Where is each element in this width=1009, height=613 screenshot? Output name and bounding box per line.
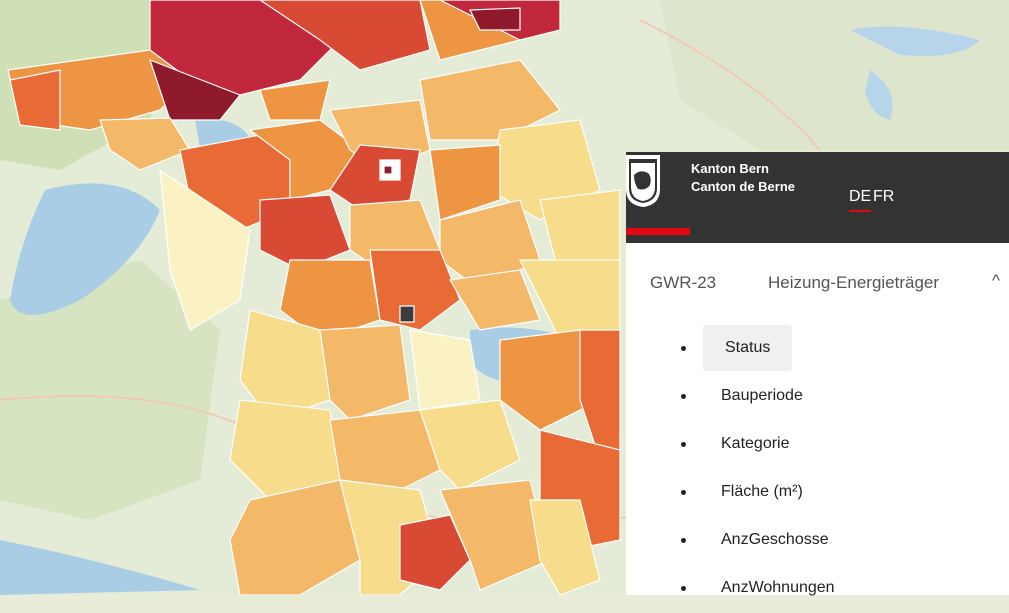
list-item-label[interactable]: Bauperiode xyxy=(721,387,803,404)
lake-neuchatel xyxy=(10,183,160,315)
app-header: Kanton Bern Canton de Berne DE FR xyxy=(626,152,1009,243)
bullet-icon xyxy=(681,442,686,447)
chevron-up-icon[interactable]: ^ xyxy=(992,271,1000,290)
canton-bern-municipalities xyxy=(7,0,621,595)
tab-gwr-23[interactable]: GWR-23 xyxy=(650,273,717,292)
tab-bar: GWR-23 Heizung-Energieträger ^ xyxy=(626,271,1009,297)
brand-line2: Canton de Berne xyxy=(691,179,796,194)
list-item-label[interactable]: Status xyxy=(703,325,793,371)
road xyxy=(639,19,821,151)
bern-crest-icon xyxy=(626,155,660,207)
bullet-icon xyxy=(681,346,686,351)
brand-line1: Kanton Bern xyxy=(691,161,769,176)
bullet-icon xyxy=(681,394,686,399)
list-item-label[interactable]: Kategorie xyxy=(721,435,790,452)
tab-heizung-energietraeger[interactable]: Heizung-Energieträger xyxy=(768,273,940,292)
forest-area xyxy=(0,260,220,520)
bullet-icon xyxy=(681,538,686,543)
lake-zug xyxy=(865,70,893,120)
list-item-label[interactable]: AnzWohnungen xyxy=(721,579,835,596)
bullet-icon xyxy=(681,586,686,591)
list-item-label[interactable]: Fläche (m²) xyxy=(721,483,803,500)
info-panel: Kanton Bern Canton de Berne DE FR GWR-23… xyxy=(626,152,1009,596)
lake-zurich xyxy=(850,26,980,56)
bullet-icon xyxy=(681,490,686,495)
list-item-label[interactable]: AnzGeschosse xyxy=(721,531,829,548)
accent-bar xyxy=(626,228,690,235)
lang-fr-link[interactable]: FR xyxy=(873,188,895,205)
lake-geneva xyxy=(0,540,200,595)
panel-body: GWR-23 Heizung-Energieträger ^ Status Ba… xyxy=(626,243,1009,596)
lang-de-link[interactable]: DE xyxy=(849,188,872,212)
